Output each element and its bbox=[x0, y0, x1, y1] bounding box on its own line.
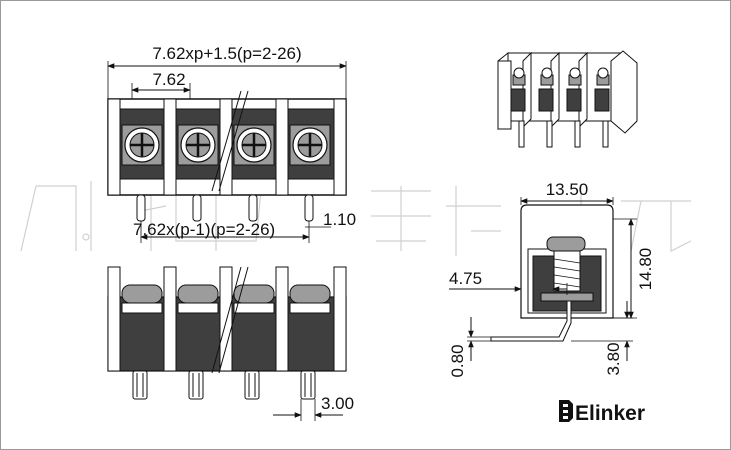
screw-3 bbox=[233, 124, 275, 166]
pin-length-label: 3.00 bbox=[321, 394, 354, 413]
screw-row-top bbox=[121, 124, 331, 166]
pin-thickness-label: 0.80 bbox=[448, 344, 467, 377]
isometric-view bbox=[497, 50, 638, 148]
total-width-label: 7.62xp+1.5(p=2-26) bbox=[152, 44, 301, 63]
pin-offset-label: 4.75 bbox=[449, 269, 482, 288]
height-label: 14.80 bbox=[636, 248, 655, 291]
pin-span-dimension: 7.62x(p-1)(p=2-26) 1.10 bbox=[133, 210, 356, 243]
screw-4 bbox=[289, 124, 331, 166]
body-depth-label: 13.50 bbox=[546, 180, 589, 199]
bottom-view bbox=[107, 266, 347, 400]
brand-logo: Elinker bbox=[559, 400, 645, 425]
pin-length-dimension: 3.00 bbox=[273, 394, 354, 421]
side-view-dimensions: 13.50 14.80 4.75 0.80 3.80 bbox=[448, 180, 655, 378]
standoff-label: 3.80 bbox=[604, 342, 623, 375]
top-view: 7.62xp+1.5(p=2-26) 7.62 bbox=[107, 44, 347, 222]
screw-1 bbox=[121, 124, 163, 166]
pin-width-label: 1.10 bbox=[323, 210, 356, 229]
screw-2 bbox=[177, 124, 219, 166]
side-section-view bbox=[490, 204, 614, 342]
pitch-label: 7.62 bbox=[152, 70, 185, 89]
logo-text: Elinker bbox=[575, 402, 645, 425]
pin-span-label: 7.62x(p-1)(p=2-26) bbox=[133, 220, 275, 239]
